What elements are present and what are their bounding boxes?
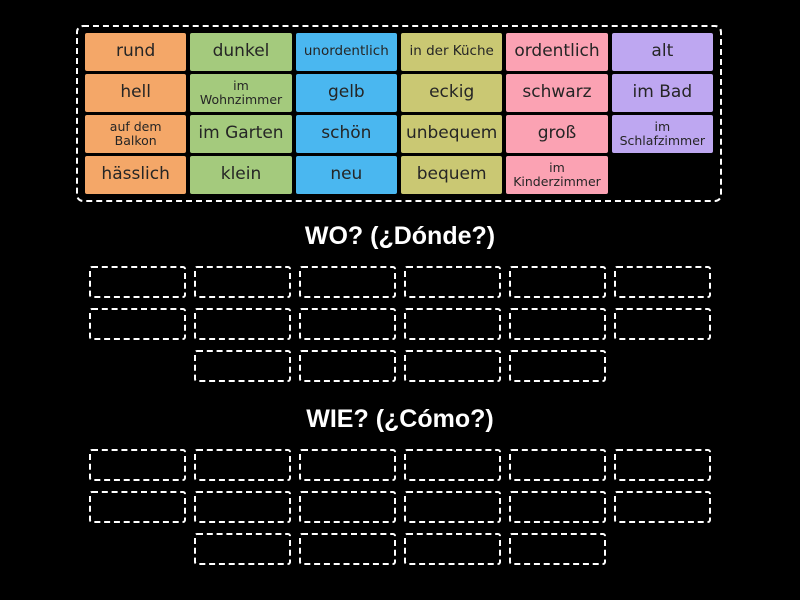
word-tile[interactable]: im Bad	[611, 74, 713, 112]
drop-slot[interactable]	[404, 266, 501, 298]
drop-slot[interactable]	[89, 491, 186, 523]
drop-slot[interactable]	[89, 266, 186, 298]
word-tile[interactable]: im Kinderzimmer	[506, 156, 608, 194]
drop-slot[interactable]	[299, 449, 396, 481]
word-tile[interactable]: neu	[295, 156, 397, 194]
drop-slot[interactable]	[404, 533, 501, 565]
word-tile[interactable]: schön	[295, 115, 397, 153]
drop-slot[interactable]	[614, 266, 711, 298]
slot-row	[89, 266, 711, 298]
drop-slot[interactable]	[194, 266, 291, 298]
drop-slot[interactable]	[614, 491, 711, 523]
word-tile[interactable]: in der Küche	[401, 33, 503, 71]
word-tile[interactable]: eckig	[401, 74, 503, 112]
word-tile[interactable]: groß	[506, 115, 608, 153]
drop-slot[interactable]	[509, 449, 606, 481]
word-tile[interactable]: rund	[85, 33, 187, 71]
drop-slot[interactable]	[194, 491, 291, 523]
word-tile[interactable]: dunkel	[190, 33, 292, 71]
slot-row	[194, 533, 606, 565]
drop-slot[interactable]	[509, 533, 606, 565]
word-tile[interactable]: bequem	[401, 156, 503, 194]
word-tile[interactable]: hell	[85, 74, 187, 112]
word-tile[interactable]: klein	[190, 156, 292, 194]
slot-row	[89, 308, 711, 340]
group-title-wo: WO? (¿Dónde?)	[304, 222, 496, 250]
word-tile[interactable]: schwarz	[506, 74, 608, 112]
drop-slot[interactable]	[404, 491, 501, 523]
word-tile[interactable]: alt	[611, 33, 713, 71]
word-tile[interactable]: im Schlafzimmer	[611, 115, 713, 153]
word-tile[interactable]: auf dem Balkon	[85, 115, 187, 153]
drop-slot[interactable]	[509, 491, 606, 523]
drop-slot[interactable]	[509, 308, 606, 340]
drop-slot[interactable]	[404, 449, 501, 481]
word-tile[interactable]: unbequem	[401, 115, 503, 153]
word-tile[interactable]: im Garten	[190, 115, 292, 153]
drop-slot[interactable]	[404, 350, 501, 382]
drop-slot[interactable]	[614, 308, 711, 340]
drop-slot[interactable]	[194, 533, 291, 565]
slot-row	[89, 491, 711, 523]
drop-slot[interactable]	[299, 308, 396, 340]
word-tile[interactable]: hässlich	[85, 156, 187, 194]
slot-row	[194, 350, 606, 382]
drop-slot[interactable]	[194, 449, 291, 481]
drop-slot[interactable]	[404, 308, 501, 340]
drop-slot[interactable]	[194, 350, 291, 382]
drop-slot[interactable]	[299, 350, 396, 382]
drop-slot[interactable]	[299, 491, 396, 523]
group-dropzone-wie	[0, 449, 800, 565]
drop-slot[interactable]	[89, 308, 186, 340]
word-tile[interactable]: ordentlich	[506, 33, 608, 71]
group-title-wie: WIE? (¿Cómo?)	[306, 405, 494, 433]
drop-slot[interactable]	[194, 308, 291, 340]
drop-slot[interactable]	[509, 350, 606, 382]
word-tile[interactable]: unordentlich	[295, 33, 397, 71]
word-tile[interactable]: gelb	[295, 74, 397, 112]
slot-row	[89, 449, 711, 481]
drop-slot[interactable]	[509, 266, 606, 298]
word-tile[interactable]: im Wohnzimmer	[190, 74, 292, 112]
drop-slot[interactable]	[299, 266, 396, 298]
drop-slot[interactable]	[614, 449, 711, 481]
drop-slot[interactable]	[299, 533, 396, 565]
drop-slot[interactable]	[89, 449, 186, 481]
group-dropzone-wo	[0, 266, 800, 382]
